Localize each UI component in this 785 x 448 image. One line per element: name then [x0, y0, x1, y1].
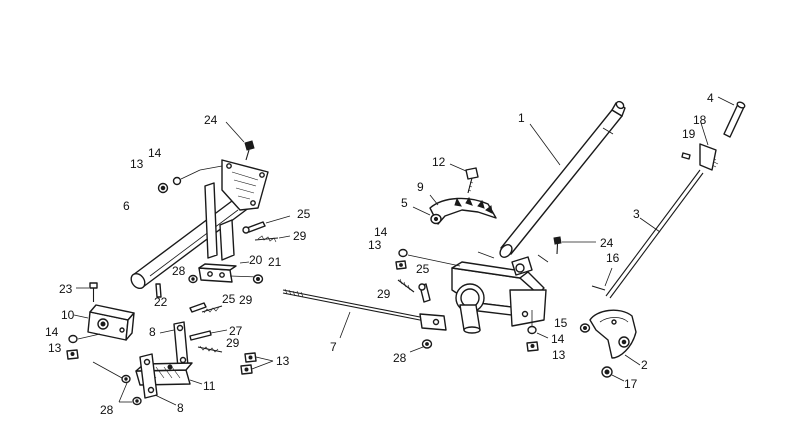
part-25-pin-upper [242, 221, 266, 234]
part-13-nuts-lower [240, 352, 274, 375]
part-12-bolt [449, 163, 479, 194]
label-19: 19 [682, 127, 696, 141]
label-1: 1 [518, 111, 525, 125]
label-28-middle: 28 [393, 351, 407, 365]
label-29-upper: 29 [293, 229, 307, 243]
part-22-pin [155, 283, 162, 298]
part-20-bracket [198, 263, 259, 283]
label-14-top-left: 14 [148, 146, 162, 160]
label-14-lower-left: 14 [45, 325, 59, 339]
label-29-middle: 29 [239, 293, 253, 307]
label-29-center: 29 [377, 287, 391, 301]
part-9-quadrant [429, 194, 497, 225]
part-29-spring-lower [197, 345, 223, 353]
part-4-handle-grip [717, 96, 746, 138]
label-23: 23 [59, 282, 73, 296]
part-29-spring-upper [254, 235, 279, 243]
label-13-lower-mid: 13 [276, 354, 290, 368]
label-2: 2 [641, 358, 648, 372]
part-25-pin-center [418, 283, 431, 303]
label-21: 21 [268, 255, 282, 269]
label-12: 12 [432, 155, 446, 169]
label-13-top-left: 13 [130, 157, 144, 171]
part-27-pin [189, 329, 228, 341]
part-3-cable-rod [605, 169, 704, 299]
label-3: 3 [633, 207, 640, 221]
label-4: 4 [707, 91, 714, 105]
part-10-block [73, 304, 135, 341]
part-25-pin-middle [189, 302, 207, 313]
label-15: 15 [554, 316, 568, 330]
part-14-13-under-frame [526, 310, 549, 352]
part-29-spring-center [397, 278, 415, 293]
label-22: 22 [154, 295, 168, 309]
label-25-upper: 25 [297, 207, 311, 221]
part-28-washer-middle [409, 339, 433, 353]
label-20: 20 [249, 253, 263, 267]
part-frame-main [451, 251, 547, 334]
part-29-spring-middle [201, 305, 223, 314]
label-8-lower: 8 [177, 401, 184, 415]
label-29-lower: 29 [226, 336, 240, 350]
label-9: 9 [417, 180, 424, 194]
part-21-nut [252, 274, 264, 284]
part-2-bracket [589, 309, 641, 366]
label-13-right: 13 [552, 348, 566, 362]
part-1-lever-handle [499, 100, 626, 258]
label-24-left: 24 [204, 113, 218, 127]
label-25-center: 25 [416, 262, 430, 276]
label-10: 10 [61, 308, 75, 322]
part-28-washer-left [188, 274, 198, 284]
label-28-bottom: 28 [100, 403, 114, 417]
part-19-pin [681, 152, 691, 160]
label-8-upper: 8 [149, 325, 156, 339]
part-13-14-top-left [157, 165, 223, 194]
part-8-link-upper [159, 321, 189, 369]
part-15-washer [579, 323, 591, 333]
label-14-right: 14 [551, 332, 565, 346]
part-23-bolt [76, 282, 98, 302]
label-18: 18 [693, 113, 707, 127]
label-24-center: 24 [600, 236, 614, 250]
label-7: 7 [330, 340, 337, 354]
part-14-13-lower-left [66, 333, 101, 360]
label-11: 11 [203, 379, 216, 393]
part-7-rod [282, 288, 447, 339]
part-28-washers-bottom [118, 374, 142, 406]
part-14-13-center-left [395, 248, 461, 270]
label-13-lower-left: 13 [48, 341, 62, 355]
part-24-bolt-left [244, 140, 255, 161]
label-6: 6 [123, 199, 130, 213]
label-5: 5 [401, 196, 408, 210]
label-28-left: 28 [172, 264, 186, 278]
label-13-center: 13 [368, 238, 382, 252]
part-18-spring [699, 122, 719, 171]
part-16-pin [591, 267, 613, 291]
label-14-center: 14 [374, 225, 388, 239]
part-8-link-lower [139, 353, 177, 406]
part-24-bolt-center [553, 236, 596, 255]
label-25-middle: 25 [222, 292, 236, 306]
part-17-ring [601, 366, 625, 382]
part-5-washer [412, 206, 442, 225]
label-17: 17 [624, 377, 638, 391]
label-27: 27 [229, 324, 243, 338]
label-16: 16 [606, 251, 620, 265]
part-6-mounting-plate [204, 159, 269, 261]
